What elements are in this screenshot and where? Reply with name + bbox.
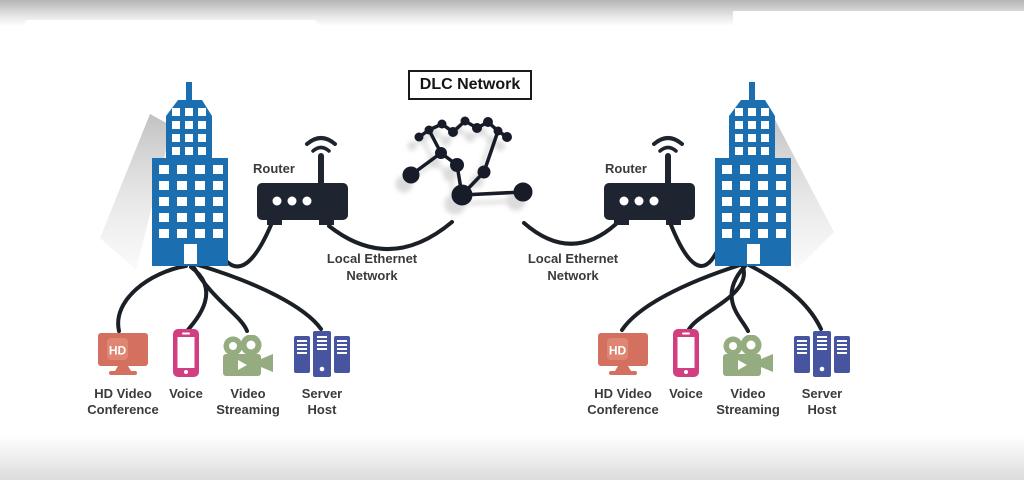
- device-voice-right: Voice: [658, 329, 714, 402]
- hd-badge: HD: [609, 344, 627, 358]
- fan-left-voice: [185, 265, 209, 333]
- server-rack-icon: [794, 331, 850, 377]
- device-label: Voice: [669, 386, 703, 401]
- server-rack-icon: [294, 331, 350, 377]
- device-video-streaming-right: Video Streaming: [713, 329, 783, 419]
- device-hd-video-conference-right: HD HD Video Conference: [585, 329, 661, 419]
- fan-right-video: [729, 264, 750, 333]
- device-label: HD Video Conference: [587, 386, 659, 418]
- hd-monitor-icon: HD: [598, 333, 648, 375]
- wifi-icon: [305, 136, 337, 153]
- fan-right-server: [745, 262, 823, 331]
- video-frame-bottom-gradient: [0, 436, 1024, 480]
- device-label: Server Host: [301, 386, 343, 418]
- router-right-label: Router: [605, 161, 647, 176]
- hd-badge: HD: [109, 344, 127, 358]
- fan-left-hd: [116, 264, 188, 333]
- office-building-right-icon: [715, 82, 834, 270]
- link-mesh-router-right: [522, 221, 618, 246]
- diagram-title: DLC Network: [408, 70, 532, 100]
- fan-right-voice: [686, 265, 746, 333]
- device-hd-video-conference-left: HD HD Video Conference: [85, 329, 161, 419]
- device-label: Voice: [169, 386, 203, 401]
- fan-left-server: [193, 262, 323, 331]
- video-camera-icon: [723, 335, 773, 376]
- phone-icon: [173, 329, 199, 377]
- device-video-streaming-left: Video Streaming: [213, 329, 283, 419]
- router-left-label: Router: [253, 161, 295, 176]
- slide-edge-left: [25, 20, 317, 62]
- device-label: Video Streaming: [216, 386, 280, 418]
- router-right-icon: [604, 136, 695, 225]
- mesh-network-icon: [394, 115, 534, 216]
- office-building-left-icon: [100, 82, 228, 270]
- device-server-host-left: Server Host: [287, 329, 357, 419]
- link-router-right-building: [669, 223, 718, 268]
- phone-icon: [673, 329, 699, 377]
- slide-edge-right: [733, 11, 1024, 63]
- device-label: HD Video Conference: [87, 386, 159, 418]
- ethernet-label-right: Local Ethernet Network: [527, 251, 619, 283]
- fan-left-video: [191, 264, 249, 333]
- link-router-left-mesh: [327, 220, 454, 252]
- device-label: Video Streaming: [716, 386, 780, 418]
- ethernet-label-left: Local Ethernet Network: [326, 251, 418, 283]
- device-label: Server Host: [801, 386, 843, 418]
- device-voice-left: Voice: [158, 329, 214, 402]
- device-server-host-right: Server Host: [787, 329, 857, 419]
- hd-monitor-icon: HD: [98, 333, 148, 375]
- building-shadow: [100, 114, 172, 270]
- video-camera-icon: [223, 335, 273, 376]
- wifi-icon: [652, 136, 684, 153]
- fan-right-hd: [620, 263, 742, 332]
- router-left-icon: [257, 136, 348, 225]
